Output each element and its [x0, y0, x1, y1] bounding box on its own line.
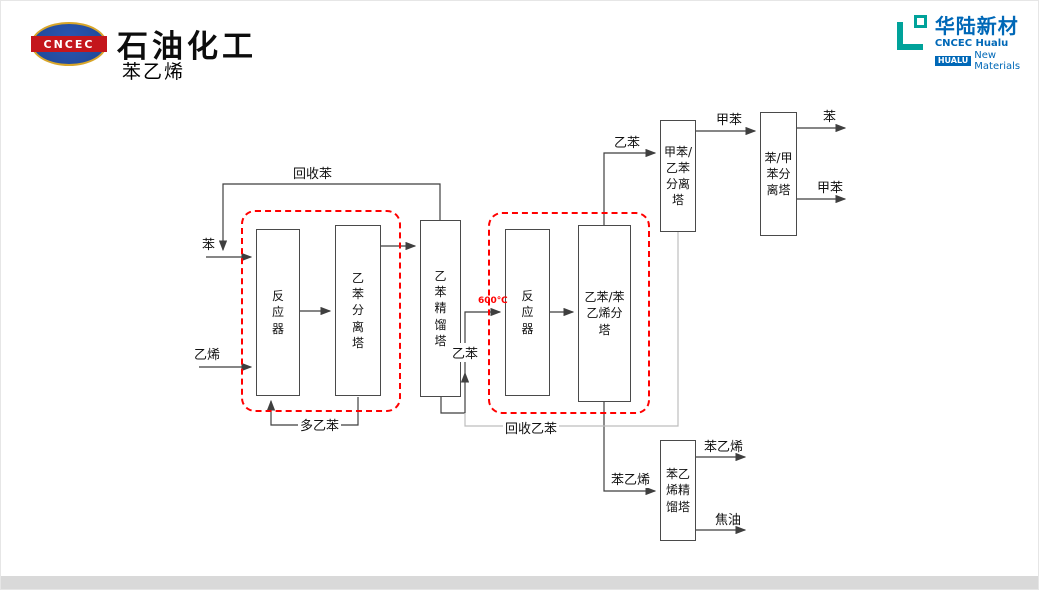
- hualu-square-inner-icon: [916, 18, 924, 25]
- label-recycled-ethylbenzene: 回收乙苯: [503, 418, 560, 437]
- label-poly-ethylbenzene: 多乙苯: [298, 415, 342, 434]
- label-crude-styrene: 苯乙烯: [609, 469, 653, 488]
- hualu-text-block: 华陆新材 CNCEC Hualu HUALU New Materials: [934, 14, 1038, 72]
- hualu-logo: 华陆新材 CNCEC Hualu HUALU New Materials: [896, 15, 1038, 72]
- page-title: 苯乙烯: [122, 61, 186, 83]
- label-ethylbenzene-feed: 乙苯: [450, 343, 481, 362]
- label-ethylbenzene-overhead: 乙苯: [614, 136, 641, 151]
- label-toluene-out: 甲苯: [817, 181, 844, 196]
- box-benzene-toluene-separation-tower: 苯/甲 苯分 离塔: [760, 112, 797, 236]
- label-benzene-out: 苯: [823, 110, 837, 125]
- box-reactor-1: 反 应 器: [256, 229, 300, 396]
- hualu-logo-icon: [896, 15, 928, 51]
- label-tar-out: 焦油: [715, 513, 742, 528]
- box-styrene-distillation-tower: 苯乙 烯精 馏塔: [660, 440, 696, 541]
- hualu-name-en2: New Materials: [974, 50, 1021, 72]
- box-toluene-eb-separation-tower: 甲苯/ 乙苯 分离 塔: [660, 120, 696, 232]
- box-eb-styrene-splitter: 乙苯/苯 乙烯分 塔: [578, 225, 631, 402]
- cncec-logo-text: CNCEC: [31, 36, 107, 52]
- label-reactor2-temperature: 600℃: [478, 296, 508, 306]
- hualu-badge: HUALU: [934, 55, 972, 67]
- hualu-badge-row: HUALU New Materials: [934, 50, 1038, 72]
- label-ethylene-feed: 乙烯: [194, 348, 221, 363]
- box-eb-distillation-tower: 乙 苯 精 馏 塔: [420, 220, 461, 397]
- brand-title: 石油化工: [117, 29, 257, 65]
- label-recycled-benzene: 回收苯: [293, 167, 333, 182]
- label-styrene-out: 苯乙烯: [704, 440, 744, 455]
- hualu-name-cn: 华陆新材: [934, 14, 1019, 38]
- box-reactor-2: 反 应 器: [505, 229, 550, 396]
- label-toluene: 甲苯: [716, 113, 743, 128]
- label-benzene-feed: 苯: [202, 238, 216, 253]
- hualu-name-en: CNCEC Hualu: [934, 38, 1009, 49]
- hualu-lshape-icon: [897, 22, 923, 50]
- cncec-logo: CNCEC: [31, 22, 107, 66]
- box-eb-separation-tower: 乙 苯 分 离 塔: [335, 225, 381, 396]
- footer-bar: [1, 576, 1038, 589]
